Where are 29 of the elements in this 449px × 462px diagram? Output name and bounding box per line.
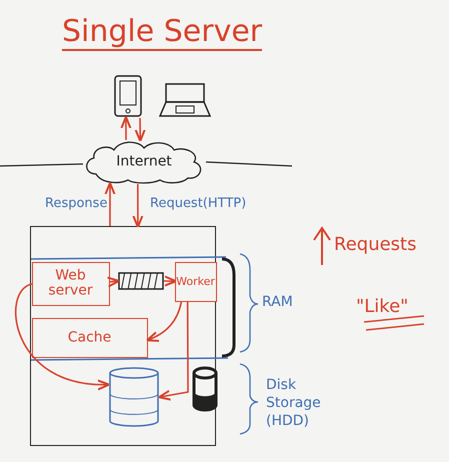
- arrow: [132, 184, 144, 228]
- arrow: [104, 182, 116, 226]
- arrow: [14, 283, 110, 390]
- text-label: Disk Storage (HDD): [266, 376, 322, 431]
- database-icon: [108, 366, 160, 428]
- edge-label: Request(HTTP): [150, 196, 246, 211]
- node-label: Cache: [66, 330, 112, 346]
- queue-icon: [118, 272, 164, 290]
- process-box: [32, 262, 110, 306]
- arrow: [146, 302, 182, 342]
- node-label: Web server: [47, 268, 94, 299]
- laptop-icon: [158, 82, 212, 118]
- arrow: [120, 116, 132, 140]
- process-box: [174, 262, 216, 302]
- edge-label: Response: [45, 196, 108, 211]
- text-label: Requests: [334, 234, 416, 255]
- node-label: Internet: [115, 154, 173, 170]
- title: Single Server: [62, 14, 262, 51]
- phone-icon: [113, 74, 143, 118]
- arrow: [158, 302, 189, 401]
- arrow: [106, 276, 120, 288]
- process-box: [32, 318, 148, 358]
- server-box: [30, 226, 216, 446]
- node-label: Worker: [176, 275, 216, 288]
- text-label: RAM: [262, 294, 293, 310]
- database-icon: [192, 366, 218, 412]
- arrow: [134, 118, 146, 142]
- arrow: [164, 276, 178, 286]
- text-label: "Like": [356, 296, 408, 317]
